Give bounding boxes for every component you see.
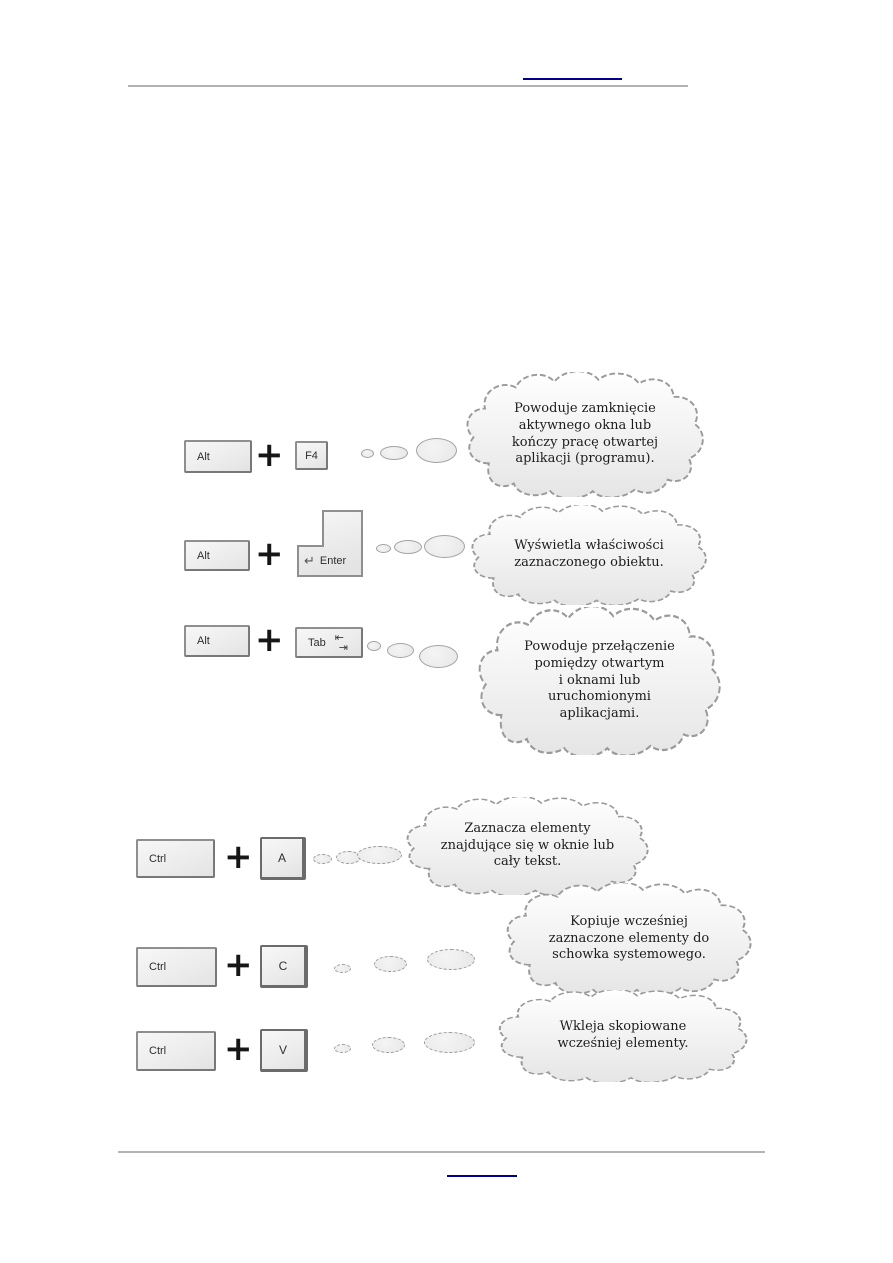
shortcut-description: Kopiuje wcześniej zaznaczone elementy do… bbox=[548, 913, 710, 963]
thought-bubble-puff bbox=[419, 645, 458, 668]
key-alt: Alt bbox=[184, 540, 250, 571]
shortcut-description: Powoduje zamknięcie aktywnego okna lub k… bbox=[511, 400, 659, 467]
key-alt: Alt bbox=[184, 625, 250, 657]
shortcut-description: Wyświetla właściwości zaznaczonego obiek… bbox=[514, 538, 664, 570]
speech-cloud: Powoduje zamknięcie aktywnego okna lub k… bbox=[460, 372, 710, 497]
key-a: A bbox=[260, 837, 306, 880]
thought-bubble-puff bbox=[361, 449, 374, 458]
thought-bubble-puff bbox=[334, 964, 351, 973]
header-rule bbox=[128, 85, 688, 87]
key-enter: ↵ Enter bbox=[297, 510, 363, 577]
thought-bubble-puff bbox=[424, 1032, 475, 1053]
shortcut-description: Wkleja skopiowane wcześniej elementy. bbox=[557, 1019, 689, 1051]
thought-bubble-puff bbox=[427, 949, 475, 970]
key-label: Ctrl bbox=[149, 1045, 167, 1057]
plus-sign: + bbox=[224, 945, 253, 985]
enter-key-shape-icon bbox=[297, 510, 363, 577]
key-c: C bbox=[260, 945, 308, 988]
footer-rule bbox=[118, 1151, 765, 1153]
key-alt: Alt bbox=[184, 440, 252, 473]
key-label: ↵ Enter bbox=[304, 553, 347, 568]
speech-cloud: Kopiuje wcześniej zaznaczone elementy do… bbox=[500, 883, 758, 995]
key-label: Ctrl bbox=[149, 852, 167, 865]
bottom-link[interactable] bbox=[447, 1163, 517, 1177]
cloud-shape-icon bbox=[466, 372, 704, 497]
top-link[interactable] bbox=[523, 66, 622, 80]
thought-bubble-puff bbox=[334, 1044, 351, 1053]
plus-sign: + bbox=[255, 435, 284, 475]
shortcut-description: Powoduje przełączenie pomiędzy otwartym … bbox=[524, 638, 675, 722]
key-label: Alt bbox=[197, 549, 210, 562]
thought-bubble-puff bbox=[394, 540, 422, 554]
cloud-shape-icon bbox=[506, 883, 752, 995]
thought-bubble-puff bbox=[380, 446, 408, 460]
thought-bubble-puff bbox=[424, 535, 465, 558]
cloud-shape-icon bbox=[406, 797, 649, 895]
key-v: V bbox=[260, 1029, 308, 1072]
key-label: Tab bbox=[308, 636, 326, 649]
key-label: Ctrl bbox=[149, 961, 167, 973]
plus-sign: + bbox=[255, 620, 284, 660]
speech-cloud: Zaznacza elementy znajdujące się w oknie… bbox=[400, 797, 655, 895]
speech-cloud: Powoduje przełączenie pomiędzy otwartym … bbox=[472, 607, 727, 755]
key-tab: Tab ⇤ ⇥ bbox=[295, 627, 363, 658]
cloud-shape-icon bbox=[471, 505, 707, 605]
speech-cloud: Wyświetla właściwości zaznaczonego obiek… bbox=[465, 505, 713, 605]
thought-bubble-puff bbox=[367, 641, 381, 651]
thought-bubble-puff bbox=[357, 846, 402, 864]
key-label: F4 bbox=[305, 449, 318, 462]
key-ctrl: Ctrl bbox=[136, 947, 217, 987]
thought-bubble-puff bbox=[387, 643, 414, 658]
key-ctrl: Ctrl bbox=[136, 1031, 216, 1071]
key-label: V bbox=[278, 1043, 287, 1057]
key-label: C bbox=[278, 959, 288, 973]
cloud-shape-icon bbox=[498, 990, 748, 1082]
plus-sign: + bbox=[255, 534, 284, 574]
tab-arrows-icon: ⇤ ⇥ bbox=[334, 631, 348, 654]
enter-arrow-icon: ↵ bbox=[304, 553, 315, 568]
key-label: Alt bbox=[197, 635, 210, 647]
cloud-shape-icon bbox=[478, 607, 721, 755]
speech-cloud: Wkleja skopiowane wcześniej elementy. bbox=[492, 990, 754, 1082]
key-ctrl: Ctrl bbox=[136, 839, 215, 878]
key-label: A bbox=[277, 851, 286, 865]
key-label: Alt bbox=[197, 450, 210, 463]
plus-sign: + bbox=[224, 837, 253, 877]
key-f4: F4 bbox=[295, 441, 328, 470]
thought-bubble-puff bbox=[372, 1037, 405, 1053]
thought-bubble-puff bbox=[374, 956, 407, 972]
plus-sign: + bbox=[224, 1029, 253, 1069]
shortcut-description: Zaznacza elementy znajdujące się w oknie… bbox=[440, 820, 615, 870]
thought-bubble-puff bbox=[416, 438, 457, 463]
thought-bubble-puff bbox=[376, 544, 391, 553]
thought-bubble-puff bbox=[313, 854, 332, 864]
